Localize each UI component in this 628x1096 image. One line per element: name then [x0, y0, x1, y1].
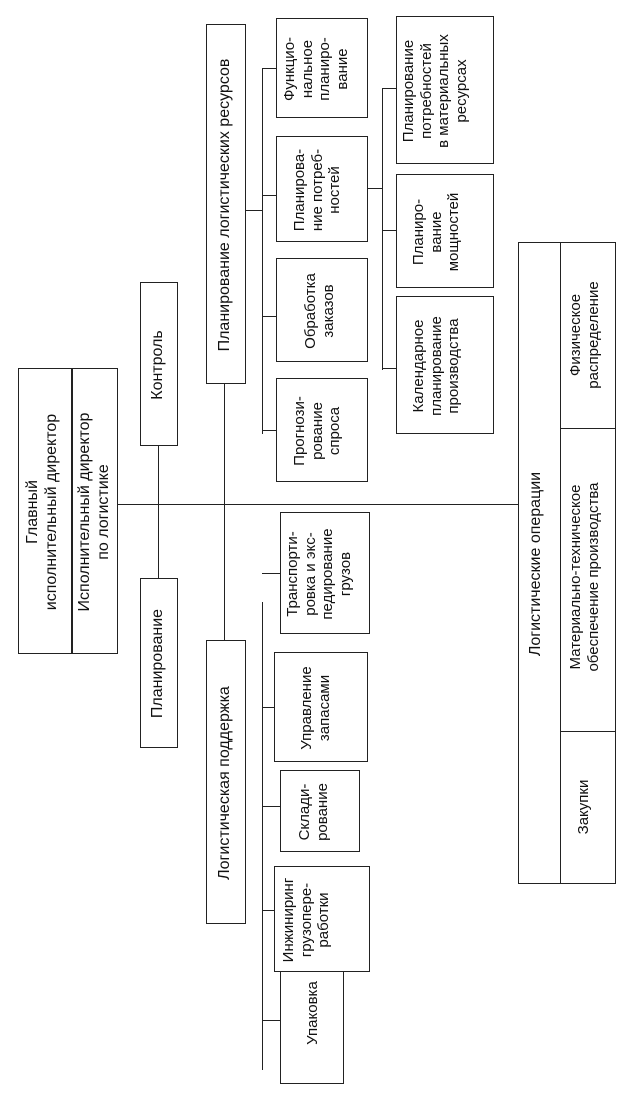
needs-link-2	[382, 230, 396, 232]
logistic-operations-label: Логистические операции	[527, 471, 544, 657]
needs-item-label: Планиро- вание мощностей	[410, 192, 463, 272]
support-item-handling-engineering: Инжиниринг грузопере- работки	[274, 866, 370, 972]
logistic-support-label: Логистическая поддержка	[216, 686, 233, 880]
logistic-support-box: Логистическая поддержка	[206, 640, 246, 924]
support-item-label: Управление запасами	[298, 666, 333, 750]
resource-rail	[262, 68, 264, 434]
support-link-1	[262, 1020, 280, 1022]
resource-item-needs-planning: Планирова- ние потреб- ностей	[276, 136, 368, 242]
needs-link-3	[382, 88, 396, 90]
operations-divider	[561, 731, 615, 733]
support-item-label: Инжиниринг грузопере- работки	[280, 877, 333, 963]
support-rail	[262, 602, 264, 1070]
needs-item-production-scheduling: Календарное планирование производства	[396, 296, 494, 434]
operations-item-purchasing: Закупки	[575, 779, 592, 835]
support-link-5	[262, 573, 280, 575]
needs-item-label: Планирование потребностей в материальных…	[400, 34, 471, 148]
main-spine	[118, 504, 524, 506]
resource-stem	[224, 384, 226, 504]
resource-item-functional-planning: Функцио- нальное планиро- вание	[276, 18, 368, 118]
needs-item-label: Календарное планирование производства	[410, 316, 463, 416]
resource-item-label: Обработка заказов	[302, 273, 337, 349]
support-stem	[224, 504, 226, 640]
support-item-inventory-management: Управление запасами	[274, 652, 368, 762]
chief-executive-label: Главный исполнительный директор	[24, 413, 60, 611]
resource-planning-box: Планирование логистических ресурсов	[206, 24, 246, 384]
resource-link-2	[262, 316, 276, 318]
logistics-director-box: Исполнительный директор по логистике	[72, 368, 118, 654]
control-label: Контроль	[149, 330, 166, 400]
support-item-label: Склади- рование	[296, 783, 331, 841]
operations-children-panel: Закупки Материально-техническое обеспече…	[560, 242, 616, 884]
support-item-label: Транспорти- ровка и экс- педирование гру…	[284, 528, 355, 620]
resource-connector	[246, 210, 262, 212]
needs-link-1	[382, 368, 396, 370]
operations-item-production-supply: Материально-техническое обеспечение прои…	[567, 482, 602, 672]
support-link-3	[262, 806, 280, 808]
resource-item-order-processing: Обработка заказов	[276, 258, 368, 362]
planning-box: Планирование	[140, 578, 178, 748]
control-stem	[158, 446, 160, 504]
planning-label: Планирование	[149, 608, 166, 719]
resource-item-label: Прогнози- рование спроса	[291, 396, 344, 466]
resource-item-label: Планирова- ние потреб- ностей	[291, 148, 344, 232]
planning-stem	[158, 504, 160, 578]
operations-divider	[561, 428, 615, 430]
support-item-warehousing: Склади- рование	[280, 770, 360, 852]
logistics-director-label: Исполнительный директор по логистике	[76, 412, 112, 612]
needs-item-capacity-planning: Планиро- вание мощностей	[396, 174, 494, 288]
needs-rail	[382, 88, 384, 370]
resource-planning-label: Планирование логистических ресурсов	[216, 58, 233, 352]
resource-link-3	[262, 195, 276, 197]
control-box: Контроль	[140, 282, 178, 446]
support-item-transportation: Транспорти- ровка и экс- педирование гру…	[280, 512, 370, 634]
needs-connector	[368, 188, 382, 190]
resource-item-demand-forecasting: Прогнози- рование спроса	[276, 378, 368, 482]
operations-item-physical-distribution: Физическое распределение	[567, 281, 602, 389]
resource-link-1	[262, 430, 276, 432]
resource-link-4	[262, 68, 276, 70]
resource-item-label: Функцио- нальное планиро- вание	[281, 36, 352, 102]
needs-item-material-requirements: Планирование потребностей в материальных…	[396, 16, 494, 164]
support-link-2	[262, 910, 274, 912]
support-link-4	[262, 707, 274, 709]
chief-executive-box: Главный исполнительный директор	[18, 368, 72, 654]
